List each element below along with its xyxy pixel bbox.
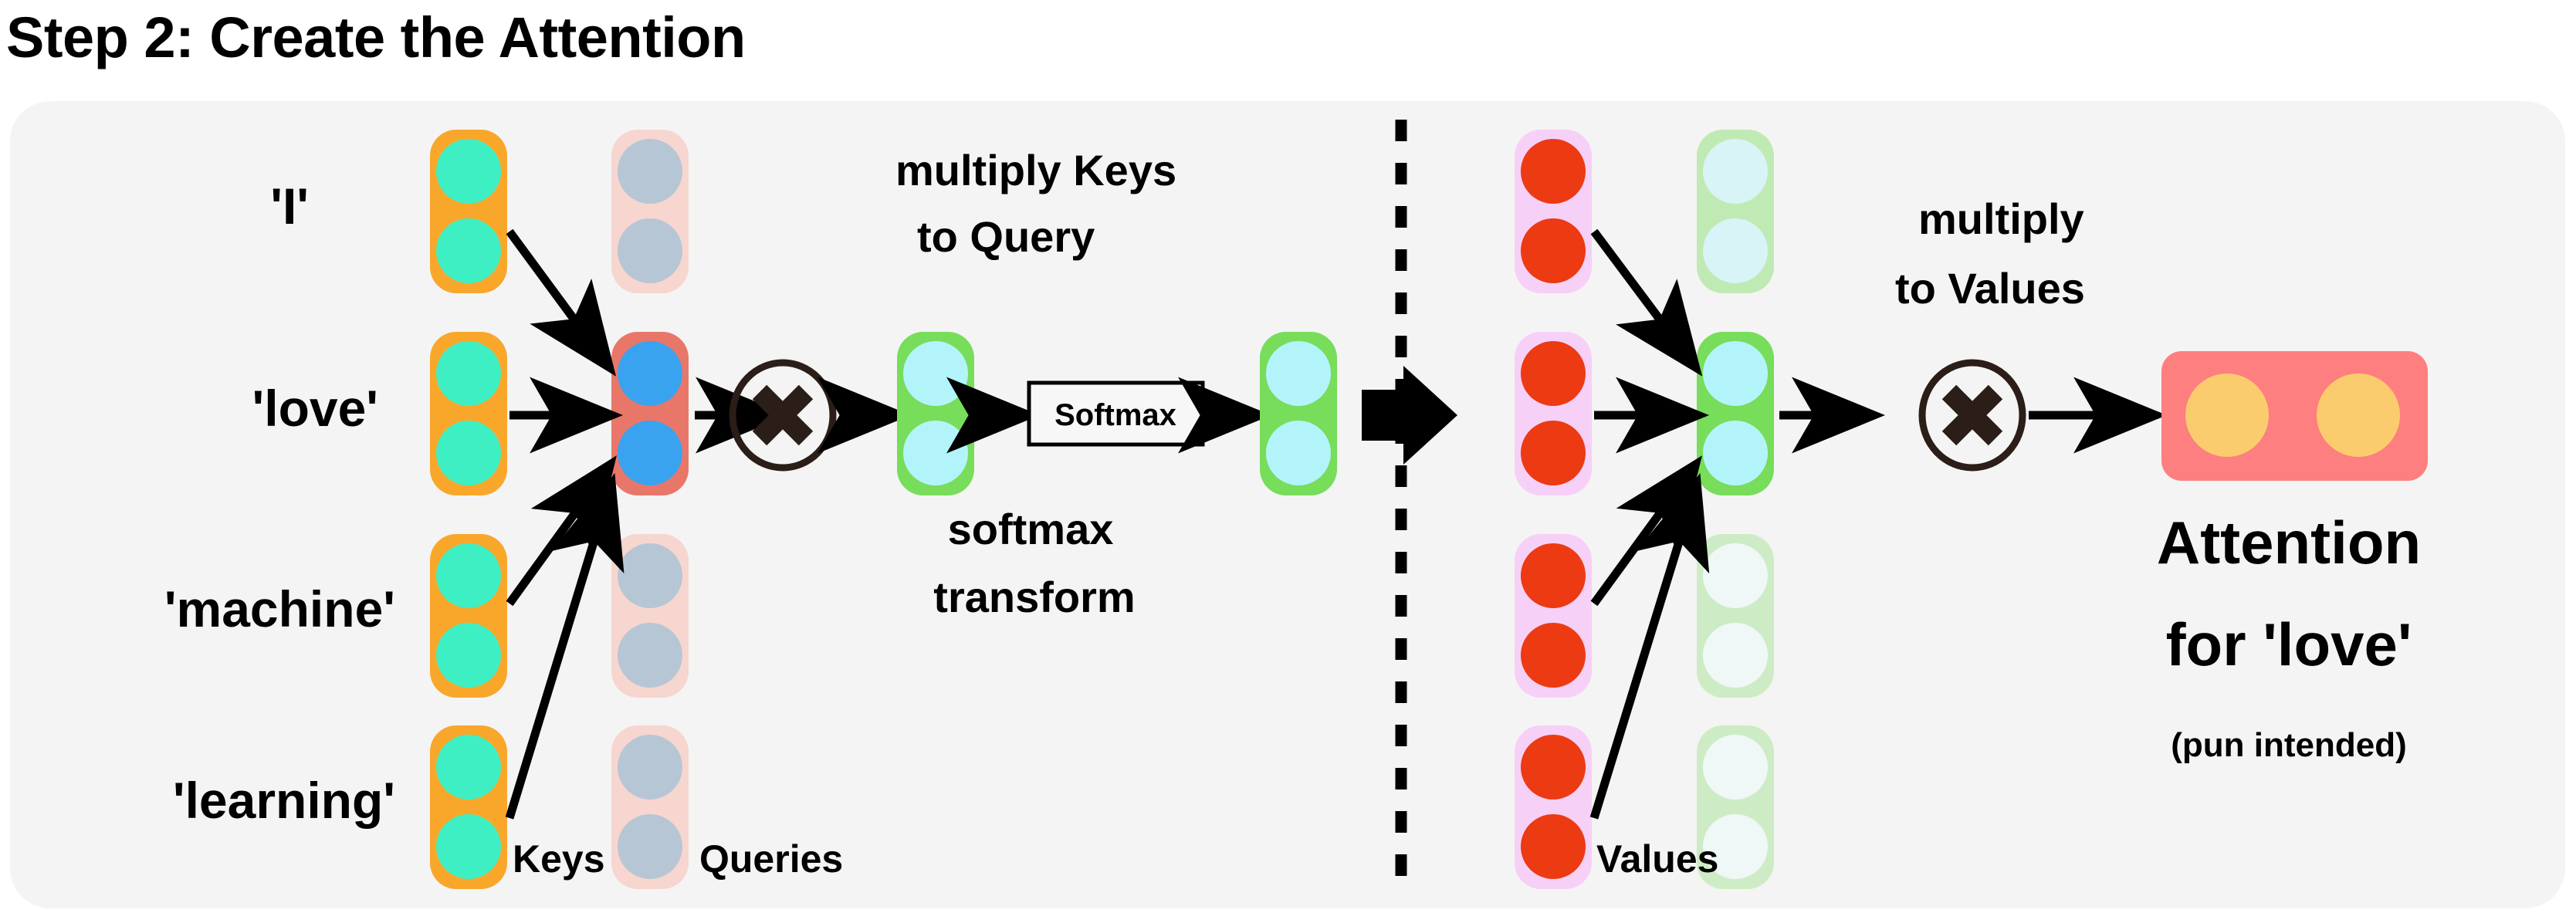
multiply-values-note-line1: multiply bbox=[1918, 194, 2084, 243]
values-cell-1[interactable] bbox=[1515, 332, 1592, 495]
multiply-operator-left bbox=[729, 359, 837, 472]
values-dot bbox=[1521, 543, 1586, 608]
multiply-keys-note-line1: multiply Keys bbox=[895, 146, 1176, 194]
keys-dot bbox=[436, 543, 501, 608]
queries-column-label: Queries bbox=[699, 837, 843, 881]
values-dot bbox=[1521, 341, 1586, 406]
softmax-weights-cell[interactable] bbox=[1260, 332, 1337, 495]
queries-dot bbox=[618, 735, 682, 800]
softmax-caption-line2: transform bbox=[933, 573, 1135, 621]
weights-dot bbox=[1703, 139, 1768, 204]
softmax-box-label: Softmax bbox=[1054, 398, 1176, 432]
keys-column-label: Keys bbox=[513, 837, 605, 881]
keys-cell-0[interactable] bbox=[430, 130, 507, 293]
multiply-values-note-line2: to Values bbox=[1895, 264, 2085, 313]
values-column bbox=[1515, 130, 1592, 889]
softmax-box[interactable]: Softmax bbox=[1027, 380, 1205, 447]
keys-dot bbox=[436, 623, 501, 688]
weights-dot bbox=[1703, 543, 1768, 608]
output-subtitle: (pun intended) bbox=[2171, 726, 2407, 764]
keys-column bbox=[430, 130, 507, 889]
keys-dot bbox=[436, 814, 501, 879]
softmax-caption-line1: softmax bbox=[948, 505, 1114, 553]
values-cell-0[interactable] bbox=[1515, 130, 1592, 293]
keys-dot bbox=[436, 421, 501, 485]
queries-dot bbox=[618, 139, 682, 204]
multiply-operator-right bbox=[1918, 359, 2026, 472]
output-dot bbox=[2317, 374, 2400, 457]
arrow-key0-query bbox=[506, 228, 617, 377]
token-label-3: 'learning' bbox=[173, 772, 395, 829]
output-title-line2: for 'love' bbox=[2166, 610, 2412, 678]
weights-dot bbox=[1703, 735, 1768, 800]
queries-dot-active bbox=[618, 341, 682, 406]
queries-dot bbox=[618, 543, 682, 608]
values-dot bbox=[1521, 218, 1586, 283]
weights-dot-active bbox=[1703, 341, 1768, 406]
attention-output-box[interactable] bbox=[2161, 351, 2428, 481]
arrow-value3-weight bbox=[1589, 472, 1710, 820]
values-cell-3[interactable] bbox=[1515, 725, 1592, 889]
scores-dot bbox=[903, 421, 968, 485]
queries-cell-3[interactable] bbox=[611, 725, 689, 889]
values-dot bbox=[1521, 421, 1586, 485]
weights-dot bbox=[1266, 421, 1331, 485]
token-label-0: 'I' bbox=[270, 178, 309, 235]
queries-dot bbox=[618, 814, 682, 879]
token-label-2: 'machine' bbox=[164, 580, 395, 637]
queries-cell-0[interactable] bbox=[611, 130, 689, 293]
queries-column bbox=[611, 130, 689, 889]
queries-dot bbox=[618, 623, 682, 688]
scores-cell[interactable] bbox=[897, 332, 974, 495]
values-cell-2[interactable] bbox=[1515, 534, 1592, 698]
keys-dot bbox=[436, 341, 501, 406]
arrow-value0-weight bbox=[1590, 228, 1703, 377]
queries-dot-active bbox=[618, 421, 682, 485]
section-divider bbox=[1362, 120, 1457, 881]
token-label-1: 'love' bbox=[252, 380, 378, 437]
attention-weights-column bbox=[1697, 130, 1774, 889]
weights-cell-3[interactable] bbox=[1697, 725, 1774, 889]
values-dot bbox=[1521, 139, 1586, 204]
weights-cell-2[interactable] bbox=[1697, 534, 1774, 698]
keys-cell-2[interactable] bbox=[430, 534, 507, 698]
output-dot bbox=[2185, 374, 2269, 457]
keys-cell-1[interactable] bbox=[430, 332, 507, 495]
weights-dot bbox=[1703, 218, 1768, 283]
page-title: Step 2: Create the Attention bbox=[6, 5, 746, 69]
values-dot bbox=[1521, 735, 1586, 800]
values-column-label: Values bbox=[1596, 837, 1718, 881]
keys-dot bbox=[436, 735, 501, 800]
keys-dot bbox=[436, 139, 501, 204]
scores-dot bbox=[903, 341, 968, 406]
weights-cell-0[interactable] bbox=[1697, 130, 1774, 293]
queries-cell-2[interactable] bbox=[611, 534, 689, 698]
queries-cell-1-active[interactable] bbox=[611, 332, 689, 495]
keys-cell-3[interactable] bbox=[430, 725, 507, 889]
values-dot bbox=[1521, 623, 1586, 688]
arrow-key3-query bbox=[505, 472, 625, 820]
multiply-keys-note-line2: to Query bbox=[917, 212, 1095, 261]
weights-cell-1-active[interactable] bbox=[1697, 332, 1774, 495]
weights-dot bbox=[1266, 341, 1331, 406]
keys-dot bbox=[436, 218, 501, 283]
queries-dot bbox=[618, 218, 682, 283]
keys-to-query-arrows bbox=[505, 228, 625, 820]
weights-dot-active bbox=[1703, 421, 1768, 485]
divider-right-arrow-icon bbox=[1362, 366, 1457, 465]
weights-dot bbox=[1703, 623, 1768, 688]
weights-dot bbox=[1703, 814, 1768, 879]
values-dot bbox=[1521, 814, 1586, 879]
values-to-weights-arrows bbox=[1589, 228, 1710, 820]
output-title-line1: Attention bbox=[2157, 509, 2421, 576]
